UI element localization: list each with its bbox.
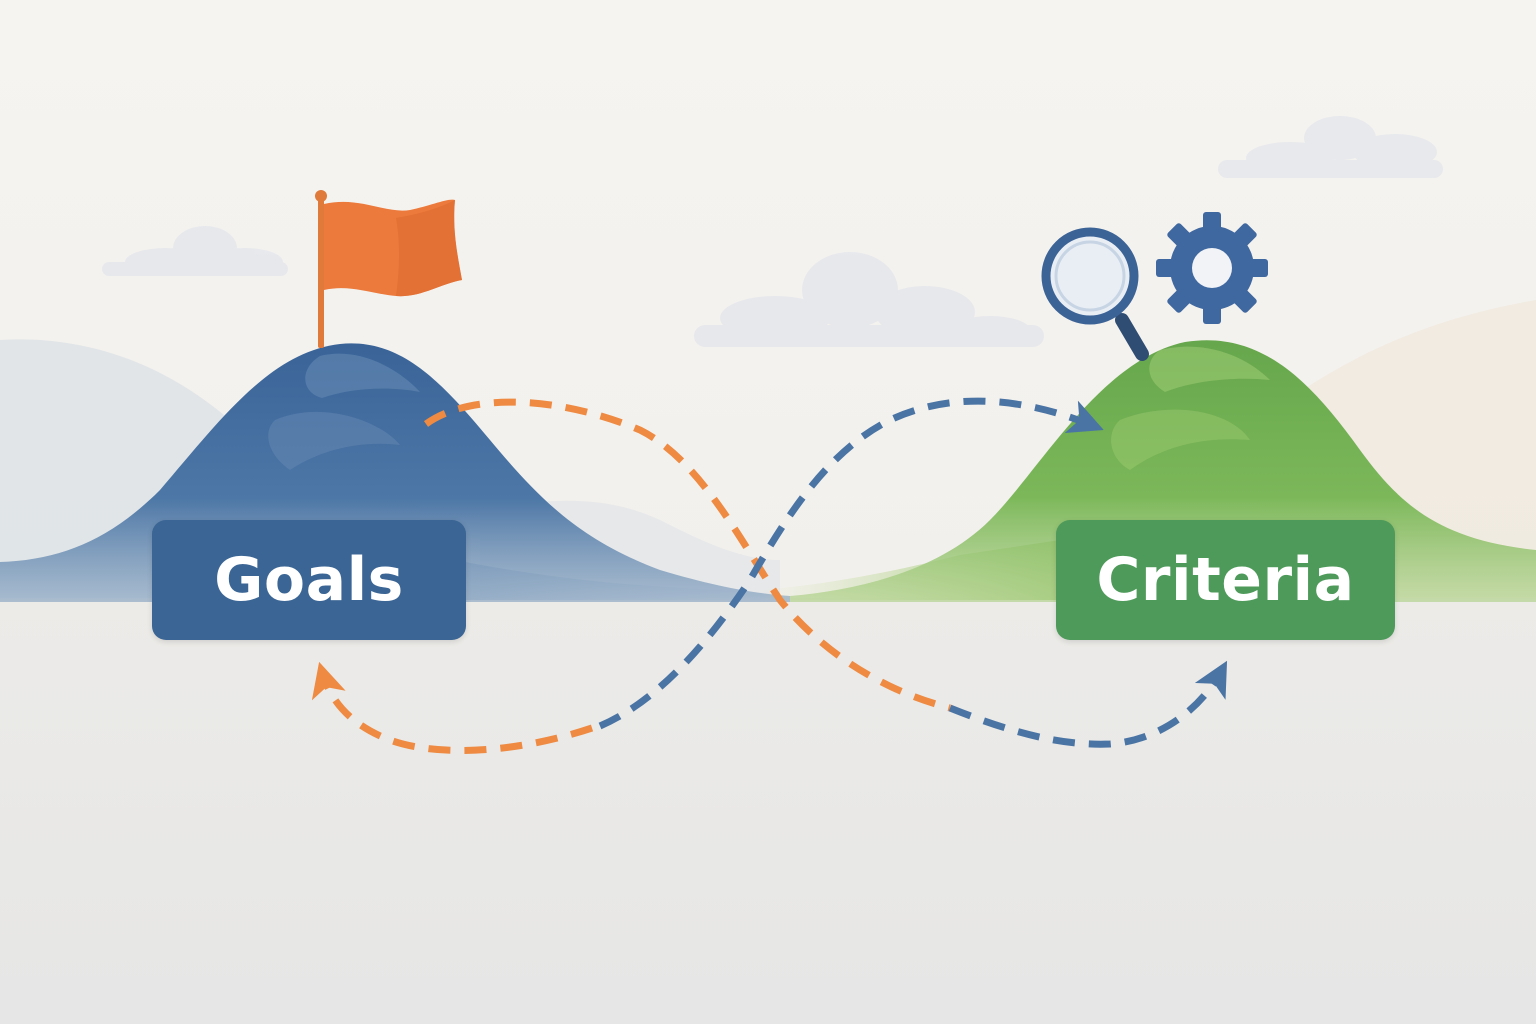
cloud-left	[102, 226, 288, 276]
goals-label: Goals	[214, 545, 404, 615]
blue-arrow-to-criteria-bottom	[948, 660, 1228, 748]
gear-icon	[1156, 212, 1268, 324]
green-hill-highlight-2	[1111, 409, 1250, 470]
blue-hill-highlight-2	[268, 411, 400, 470]
orange-arrow-return-to-goals	[311, 661, 594, 754]
blue-hill-highlight	[305, 353, 420, 398]
criteria-label: Criteria	[1096, 545, 1355, 615]
magnifier-icon	[1041, 227, 1149, 361]
flag-icon	[315, 190, 462, 348]
blue-arrow-to-criteria-top	[598, 397, 1104, 730]
criteria-node: Criteria	[1056, 520, 1395, 640]
ground	[0, 598, 1536, 1024]
goals-node: Goals	[152, 520, 466, 640]
green-hill-highlight	[1149, 346, 1270, 392]
cloud-right	[1218, 116, 1443, 178]
cloud-center	[694, 252, 1044, 347]
